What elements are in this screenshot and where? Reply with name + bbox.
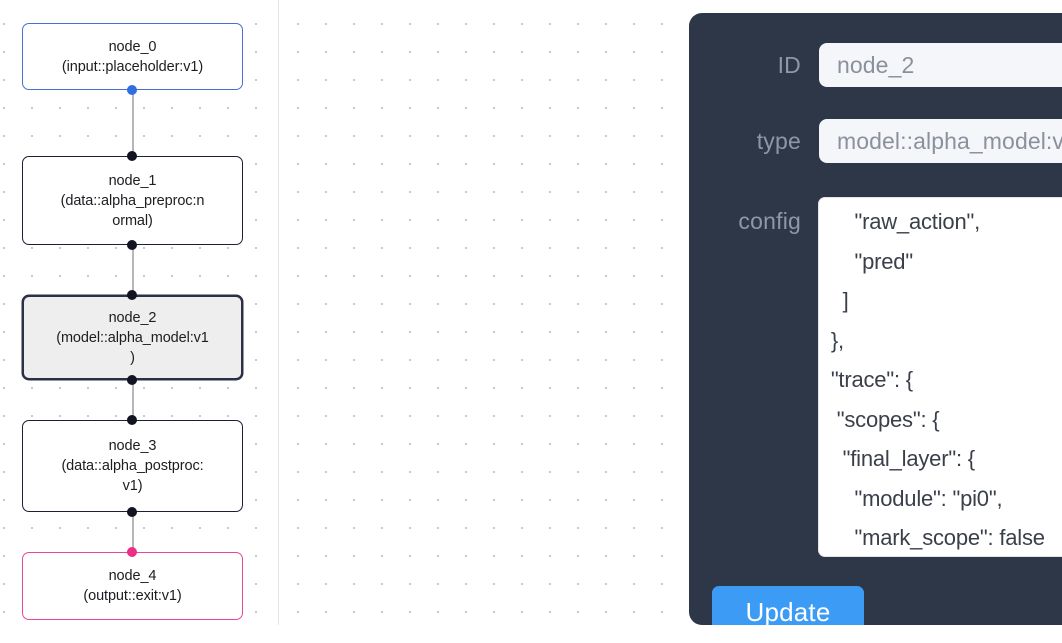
edge-node1-node2 [131,245,134,295]
config-textarea-wrapper[interactable]: "raw_action", "pred" ] }, "trace": { "sc… [819,198,1062,556]
flow-node-id: node_4 [108,568,157,584]
update-button[interactable]: Update [712,586,864,625]
node0-source-handle[interactable] [127,85,137,95]
type-input[interactable]: model::alpha_model:v1 [819,119,1062,163]
node2-source-handle[interactable] [127,375,137,385]
config-field-row: config "raw_action", "pred" ] }, "trace"… [689,198,1062,556]
flow-node-type: (data::alpha_postproc: [61,458,204,474]
id-field-label: ID [777,51,801,78]
flow-node-type: (data::alpha_preproc:n [60,192,205,209]
type-field-row: type model::alpha_model:v1 [689,119,1062,163]
flow-node-type-cont: v1) [122,478,143,494]
flow-node-id: node_2 [108,309,157,326]
edge-node3-node4 [131,512,134,557]
node1-target-handle[interactable] [127,151,137,161]
flow-node-type: (input::placeholder:v1) [61,58,204,75]
node3-source-handle[interactable] [127,507,137,517]
node4-target-handle[interactable] [127,547,137,557]
flow-node-node_3[interactable]: node_3 (data::alpha_postproc: v1) [22,420,243,512]
id-field-row: ID node_2 [689,43,1062,87]
flow-node-id: node_1 [108,172,157,189]
id-input[interactable]: node_2 [819,43,1062,87]
node2-target-handle[interactable] [127,290,137,300]
config-field-label: config [738,208,801,234]
node-config-panel: ID node_2 type model::alpha_model:v1 con… [689,13,1062,625]
flow-node-id: node_0 [108,38,157,55]
flow-node-type-cont: ) [130,349,135,366]
edge-node2-node3 [131,375,134,420]
flow-node-node_2[interactable]: node_2 (model::alpha_model:v1 ) [22,295,243,380]
flow-node-type: (output::exit:v1) [83,588,182,604]
config-textarea[interactable]: "raw_action", "pred" ] }, "trace": { "sc… [830,209,1045,550]
flow-node-node_4[interactable]: node_4 (output::exit:v1) [22,552,243,620]
flow-node-id: node_3 [108,438,157,454]
node1-source-handle[interactable] [127,240,137,250]
edge-node0-node1 [131,90,134,156]
node3-target-handle[interactable] [127,415,137,425]
flow-node-type-cont: ormal) [112,212,153,229]
type-field-label: type [756,127,801,154]
flow-node-type: (model::alpha_model:v1 [56,329,209,346]
flow-canvas[interactable]: node_0 (input::placeholder:v1) node_1 (d… [0,0,279,643]
page-bottom-margin [0,625,1062,643]
flow-node-node_0[interactable]: node_0 (input::placeholder:v1) [22,23,243,90]
panel-canvas-background: ID node_2 type model::alpha_model:v1 con… [279,0,1062,643]
flow-node-node_1[interactable]: node_1 (data::alpha_preproc:n ormal) [22,156,243,245]
